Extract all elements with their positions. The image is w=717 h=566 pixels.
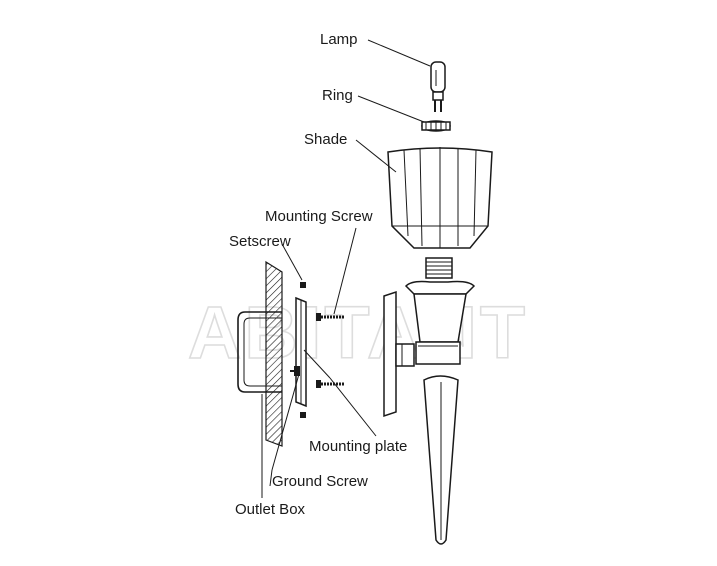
- lamp-bulb: [430, 61, 446, 112]
- leader-lines: [261, 39, 431, 498]
- wall-section: [265, 260, 283, 447]
- watermark-text: ABITANT: [188, 291, 528, 374]
- label-setscrew: Setscrew: [229, 233, 291, 250]
- mounting-screw-lower: [316, 380, 345, 388]
- label-mounting-screw: Mounting Screw: [265, 208, 373, 225]
- label-shade: Shade: [304, 131, 347, 148]
- mounting-screw-upper: [316, 313, 345, 321]
- fixture-backplate: [383, 290, 397, 418]
- ground-screw: [290, 366, 300, 376]
- label-mounting-plate: Mounting plate: [309, 438, 407, 455]
- mounting-plate: [295, 296, 307, 408]
- setscrew-bottom: [300, 412, 306, 418]
- label-lamp: Lamp: [320, 31, 358, 48]
- label-ring: Ring: [322, 87, 353, 104]
- lamp-holder: [404, 257, 476, 365]
- label-outlet-box: Outlet Box: [235, 501, 306, 518]
- label-ground-screw: Ground Screw: [272, 473, 368, 490]
- torch-spike: [423, 375, 459, 545]
- ring: [421, 120, 451, 132]
- shade: [387, 147, 493, 249]
- outlet-box: [237, 311, 282, 393]
- setscrew-top: [300, 282, 306, 288]
- fixture-arm: [395, 343, 415, 367]
